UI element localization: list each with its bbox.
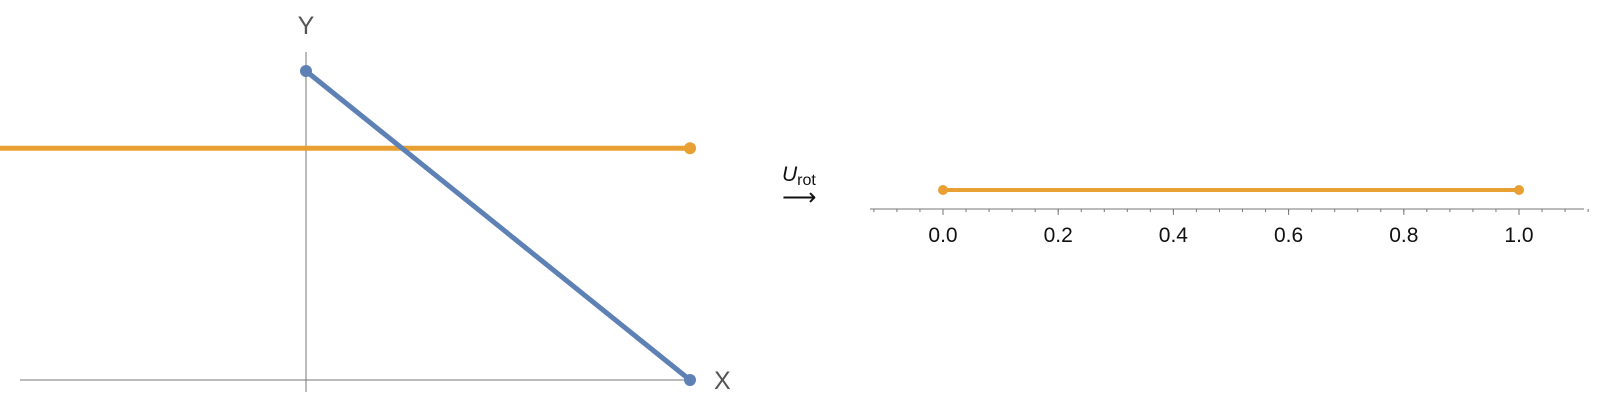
blue-segment-start-point [300,65,312,77]
blue-segment-end-point [684,374,696,386]
tick-labels: 0.0 0.2 0.4 0.6 0.8 1.0 [928,224,1533,247]
tick-label: 0.8 [1389,224,1418,247]
result-segment-end-point [1514,185,1524,195]
result-segment-start-point [938,185,948,195]
operator-arrow: ⟶ [782,183,816,211]
tick-label: 0.4 [1159,224,1189,247]
tick-label: 0.0 [928,224,957,247]
blue-segment [303,68,693,383]
x-axis-label: X [714,367,731,395]
tick-label: 1.0 [1504,224,1533,247]
right-number-line: 0.0 0.2 0.4 0.6 0.8 1.0 [870,185,1589,247]
orange-segment-end-point [684,142,696,155]
tick-label: 0.6 [1274,224,1303,247]
operator-label: Urot ⟶ [782,163,816,211]
operator-symbol: Urot [782,163,816,189]
operator-subscript: rot [797,172,816,189]
tick-label: 0.2 [1044,224,1073,247]
major-ticks [942,209,1520,215]
y-axis-label: Y [298,12,315,40]
left-plot: Y X [0,12,731,395]
operator-name: U [782,163,798,186]
